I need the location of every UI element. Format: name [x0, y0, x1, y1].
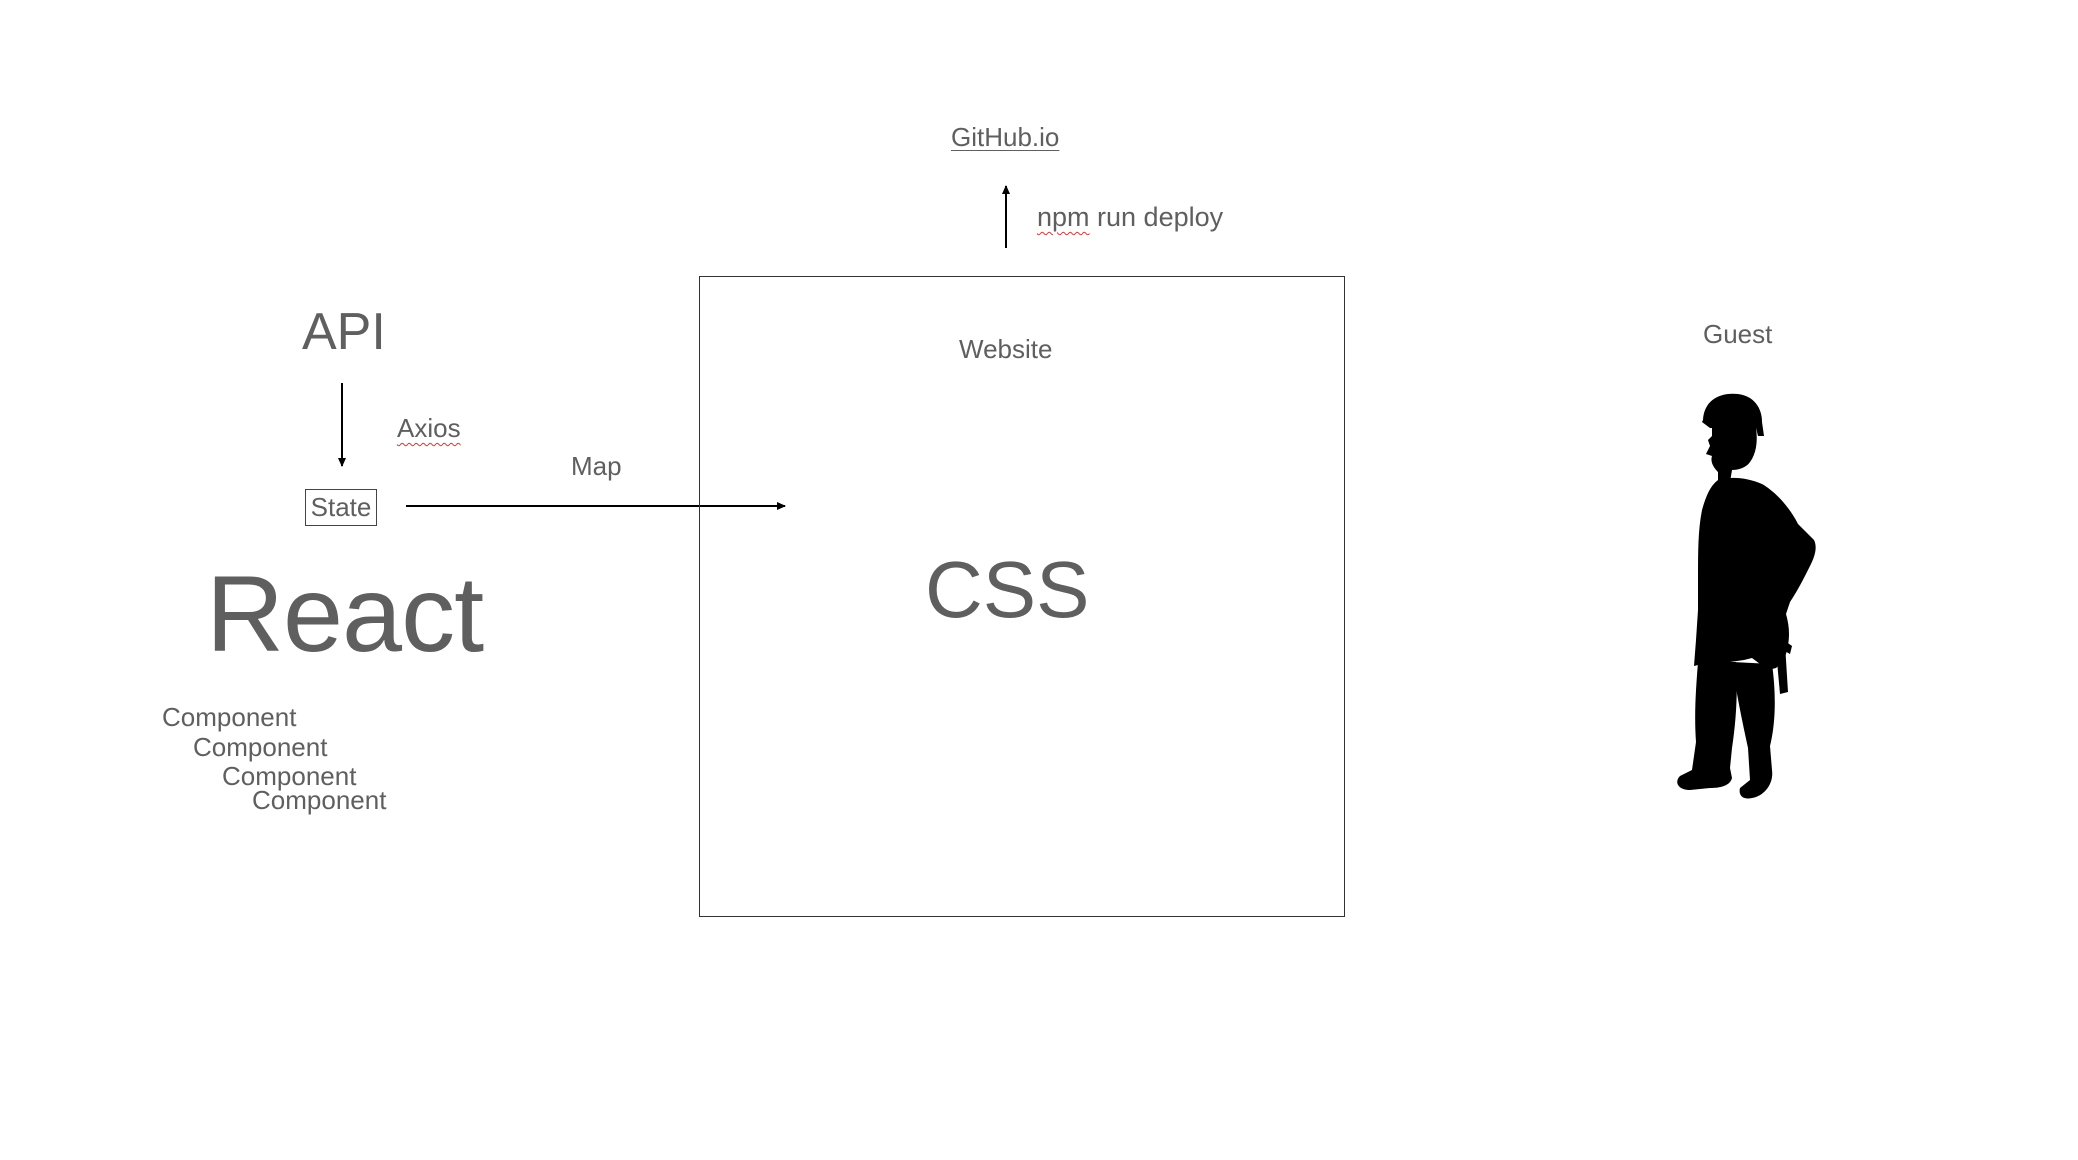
- npm-word: npm: [1037, 202, 1090, 232]
- css-label: CSS: [925, 545, 1090, 634]
- react-label: React: [206, 553, 484, 674]
- component-label: Component: [222, 761, 357, 791]
- state-box: State: [305, 489, 377, 526]
- guest-label: Guest: [1703, 319, 1773, 349]
- axios-label: Axios: [397, 413, 461, 443]
- component-label: Component: [162, 702, 297, 732]
- worker-silhouette-icon: [1677, 393, 1816, 799]
- run-deploy-word: run deploy: [1089, 202, 1224, 232]
- map-label: Map: [571, 451, 622, 481]
- website-box: [699, 276, 1345, 917]
- component-label: Component: [252, 785, 387, 815]
- website-label: Website: [959, 334, 1053, 364]
- github-io-label: GitHub.io: [951, 122, 1060, 152]
- component-label: Component: [193, 732, 328, 762]
- npm-run-deploy-label: npm run deploy: [1037, 204, 1223, 231]
- state-label: State: [310, 492, 372, 522]
- api-label: API: [302, 303, 386, 361]
